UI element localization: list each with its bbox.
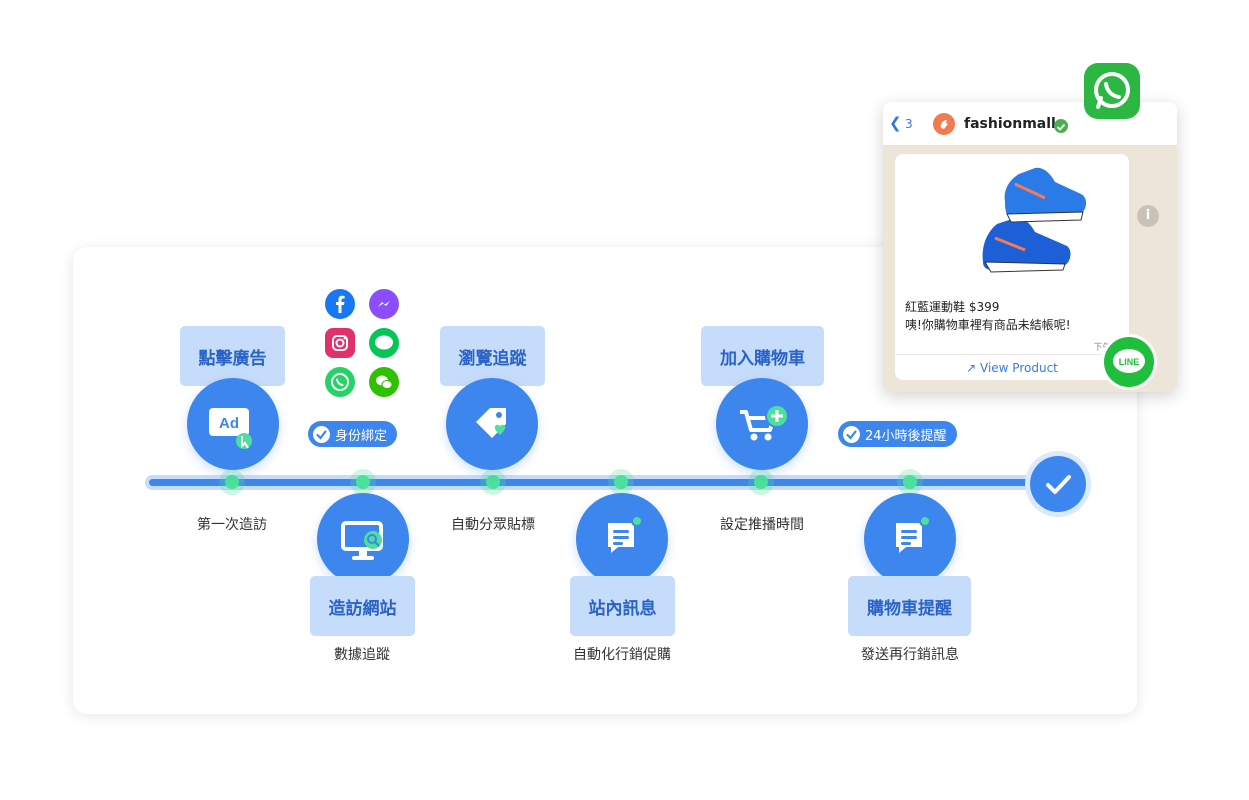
line-icon: LINE xyxy=(1104,337,1154,387)
svg-text:LINE: LINE xyxy=(1119,357,1140,367)
step-caption-remarketing: 發送再行銷訊息 xyxy=(861,647,959,663)
whatsapp-icon xyxy=(325,367,355,397)
wechat-icon xyxy=(369,367,399,397)
facebook-icon xyxy=(325,289,355,319)
timeline-dot xyxy=(748,469,774,495)
timeline-dot xyxy=(219,469,245,495)
step-label-ad-click: 點擊廣告 xyxy=(180,326,285,386)
message-icon xyxy=(864,493,956,585)
identity-binding-badge: 身份綁定 xyxy=(308,421,398,447)
cart-reminder-text: 咦!你購物車裡有商品未結帳呢! xyxy=(905,318,1071,332)
info-icon[interactable]: i xyxy=(1137,205,1159,227)
step-label-add-to-cart: 加入購物車 xyxy=(701,326,824,386)
reminder-24h-badge: 24小時後提醒 xyxy=(838,421,957,447)
finish-check-icon xyxy=(1030,456,1086,512)
ad-icon: Ad xyxy=(187,378,279,470)
timeline-dot xyxy=(350,469,376,495)
step-caption-auto-marketing: 自動化行銷促購 xyxy=(573,647,671,663)
step-label-site-message: 站內訊息 xyxy=(570,576,675,636)
step-label-browse-tracking: 瀏覽追蹤 xyxy=(440,326,545,386)
verified-icon xyxy=(1054,119,1068,133)
svg-text:Ad: Ad xyxy=(219,415,239,432)
shop-name: fashionmall xyxy=(964,116,1056,132)
timeline-dot xyxy=(608,469,634,495)
back-chevron-icon[interactable]: ❮ xyxy=(889,114,902,132)
product-name-price: 紅藍運動鞋 $399 xyxy=(905,300,1000,314)
line-icon xyxy=(369,328,399,358)
step-label-visit-site: 造訪網站 xyxy=(310,576,415,636)
website-visit-icon xyxy=(317,493,409,585)
messenger-icon xyxy=(369,289,399,319)
tag-icon xyxy=(446,378,538,470)
step-caption-push-schedule: 設定推播時間 xyxy=(720,517,804,533)
external-link-icon: ↗ xyxy=(966,361,977,375)
instagram-icon xyxy=(325,328,355,358)
sneaker-image xyxy=(982,167,1087,273)
step-caption-first-visit: 第一次造訪 xyxy=(197,517,267,533)
shop-avatar xyxy=(933,113,955,135)
view-product-link[interactable]: ↗ View Product xyxy=(966,361,1058,375)
timeline-dot xyxy=(897,469,923,495)
whatsapp-icon xyxy=(1084,63,1140,119)
check-icon xyxy=(843,425,860,443)
step-label-cart-reminder: 購物車提醒 xyxy=(848,576,971,636)
step-caption-auto-tagging: 自動分眾貼標 xyxy=(451,517,535,533)
product-message-bubble: 紅藍運動鞋 $399 咦!你購物車裡有商品未結帳呢! 下午12 ↗ View P… xyxy=(895,154,1129,380)
step-caption-data-tracking: 數據追蹤 xyxy=(334,647,390,663)
message-icon xyxy=(576,493,668,585)
timeline-track xyxy=(145,475,1047,490)
check-icon xyxy=(313,425,330,443)
cart-add-icon xyxy=(716,378,808,470)
unread-count: 3 xyxy=(905,117,913,131)
timeline-dot xyxy=(480,469,506,495)
